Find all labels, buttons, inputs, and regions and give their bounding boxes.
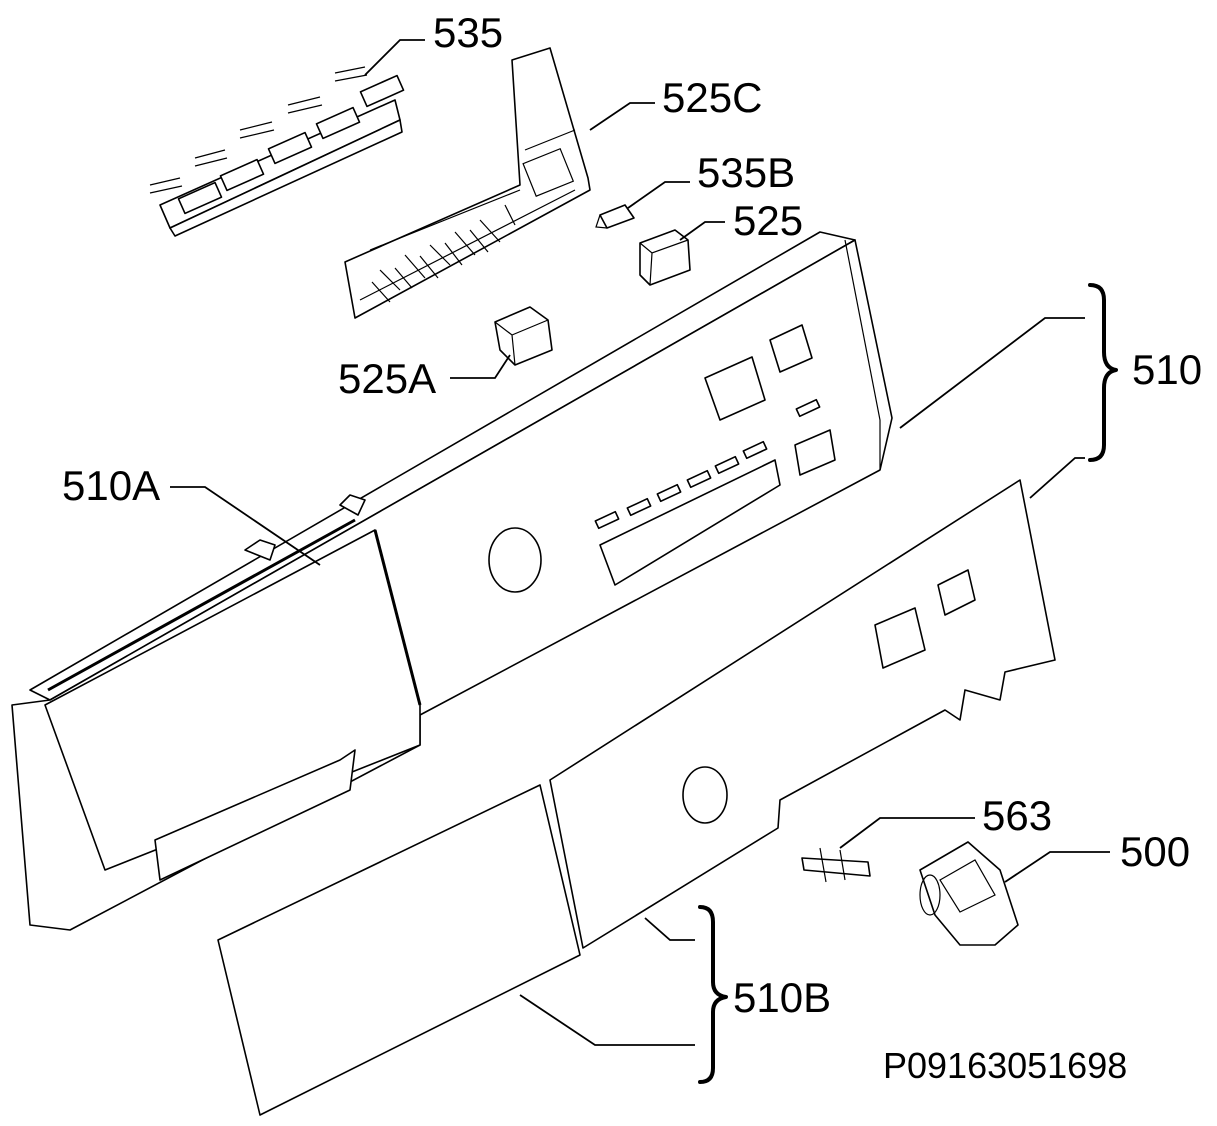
leader-563 — [839, 817, 975, 849]
leader-510b-lower — [519, 994, 695, 1046]
part-510b-overlay-foils — [217, 479, 1056, 1116]
label-525: 525 — [733, 197, 803, 244]
label-510b: 510B — [733, 974, 831, 1021]
part-525-cover — [639, 229, 691, 286]
leader-525 — [679, 221, 725, 241]
part-510-control-panel — [11, 231, 893, 931]
leader-535 — [364, 39, 425, 76]
part-525a-cover — [494, 306, 553, 366]
leader-510a — [170, 486, 321, 566]
part-500-knob — [919, 841, 1019, 946]
label-535: 535 — [433, 9, 503, 56]
part-535b-clip — [595, 204, 635, 229]
part-525c-display-frame — [344, 47, 591, 319]
label-500: 500 — [1120, 828, 1190, 875]
part-535-switch-strip — [149, 66, 405, 237]
label-525a: 525A — [338, 355, 436, 402]
leader-510-lower — [1029, 457, 1085, 499]
drawing-code: P09163051698 — [883, 1045, 1127, 1086]
leader-500 — [1004, 851, 1110, 883]
brace-510b — [698, 905, 728, 1084]
leader-525a — [450, 354, 511, 379]
leader-510-upper — [899, 317, 1085, 429]
leader-lines — [170, 39, 1110, 1046]
label-510a: 510A — [62, 462, 160, 509]
label-535b: 535B — [697, 149, 795, 196]
leader-525c — [589, 102, 655, 131]
leader-510b-upper — [644, 917, 695, 941]
leader-535b — [627, 181, 690, 209]
label-563: 563 — [982, 792, 1052, 839]
label-525c: 525C — [662, 74, 762, 121]
part-563-shaft — [801, 847, 871, 883]
brace-510 — [1088, 283, 1118, 462]
label-510: 510 — [1132, 346, 1202, 393]
